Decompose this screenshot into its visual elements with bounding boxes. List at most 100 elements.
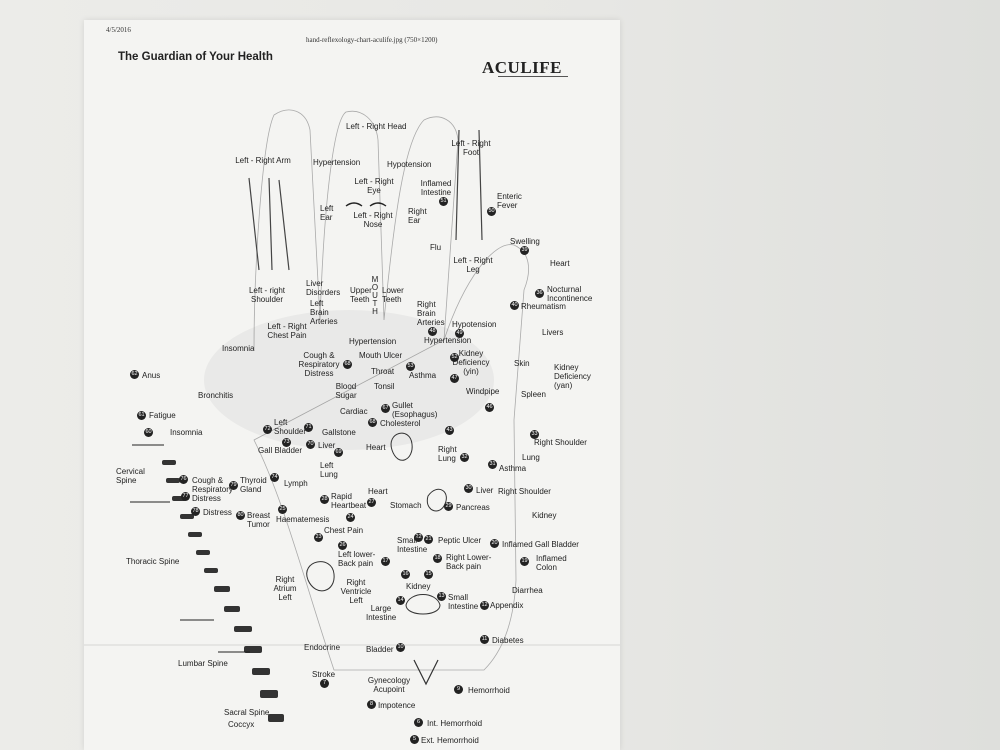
- label-asthma: Asthma: [409, 371, 436, 380]
- label-left-shoulder: Left Shoulder: [274, 418, 304, 436]
- label-inflamed-intestine: Inflamed Intestine: [416, 179, 456, 197]
- point-68: 68: [368, 418, 377, 427]
- label-thyroid-gland: Thyroid Gland: [240, 476, 270, 494]
- label-flu: Flu: [430, 243, 441, 252]
- point-10: 10: [396, 643, 405, 652]
- point-77: 77: [181, 492, 190, 501]
- label-right-shoulder-2: Right Shoulder: [498, 487, 551, 496]
- label-enteric-fever: Enteric Fever: [497, 192, 527, 210]
- label-lower-teeth: Lower Teeth: [382, 286, 406, 304]
- point-27: 27: [367, 498, 376, 507]
- point-26: 26: [338, 541, 347, 550]
- point-11: 11: [480, 635, 489, 644]
- label-fatigue: Fatigue: [149, 411, 176, 420]
- label-impotence: Impotence: [378, 701, 415, 710]
- point-19: 19: [520, 557, 529, 566]
- label-swelling: Swelling: [510, 237, 540, 246]
- label-right-lung: Right Lung: [438, 445, 462, 463]
- label-bronchitis: Bronchitis: [198, 391, 233, 400]
- chart-paper: 4/5/2016 hand-reflexology-chart-aculife.…: [84, 20, 620, 750]
- label-liver-disorders: Liver Disorders: [306, 279, 346, 297]
- label-breast-tumor: Breast Tumor: [247, 511, 273, 529]
- point-40: 40: [510, 301, 519, 310]
- label-small-intestine-2: Small Intestine: [448, 593, 482, 611]
- point-30: 30: [464, 484, 473, 493]
- point-62: 62: [130, 370, 139, 379]
- label-tonsil: Tonsil: [374, 382, 394, 391]
- label-liver: Liver: [318, 441, 335, 450]
- label-mouth: M O U T H: [370, 276, 380, 316]
- label-shoulder: Left - right Shoulder: [244, 286, 290, 304]
- label-nose: Left - Right Nose: [348, 211, 398, 229]
- label-left-brain-arteries: Left Brain Arteries: [310, 299, 340, 326]
- label-diabetes: Diabetes: [492, 636, 524, 645]
- point-7: 7: [320, 679, 329, 688]
- point-53: 53: [406, 362, 415, 371]
- label-thoracic-spine: Thoracic Spine: [126, 557, 179, 566]
- point-74: 74: [270, 473, 279, 482]
- label-right-ventricle-left: Right Ventricle Left: [338, 578, 374, 605]
- label-foot: Left - Right Foot: [446, 139, 496, 157]
- label-chest-pain-2: Chest Pain: [324, 526, 363, 535]
- label-large-intestine: Large Intestine: [366, 604, 396, 622]
- label-coccyx: Coccyx: [228, 720, 254, 729]
- point-20: 20: [490, 539, 499, 548]
- label-lymph: Lymph: [284, 479, 308, 488]
- label-eye: Left - Right Eye: [349, 177, 399, 195]
- label-kidney-1: Kidney: [532, 511, 556, 520]
- label-insomnia-2: Insomnia: [170, 428, 202, 437]
- point-46: 46: [485, 403, 494, 412]
- label-sacral-spine: Sacral Spine: [224, 708, 269, 717]
- label-left-lung: Left Lung: [320, 461, 344, 479]
- label-gall-bladder: Gall Bladder: [258, 446, 302, 455]
- label-chest-pain: Left - Right Chest Pain: [264, 322, 310, 340]
- label-hemorrhoid: Hemorrhoid: [468, 686, 510, 695]
- label-head: Left - Right Head: [346, 122, 406, 131]
- point-70: 70: [306, 440, 315, 449]
- label-ext-hemorrhoid: Ext. Hemorrhoid: [421, 736, 479, 745]
- label-skin: Skin: [514, 359, 530, 368]
- label-livers: Livers: [542, 328, 563, 337]
- label-cervical-spine: Cervical Spine: [116, 467, 152, 485]
- point-9: 9: [454, 685, 463, 694]
- point-14: 14: [396, 596, 405, 605]
- label-hypertension: Hypertension: [313, 158, 360, 167]
- label-right-atrium-left: Right Atrium Left: [270, 575, 300, 602]
- point-32: 32: [460, 453, 469, 462]
- point-23: 23: [314, 533, 323, 542]
- label-endocrine: Endocrine: [304, 643, 340, 652]
- label-mouth-ulcer: Mouth Ulcer: [359, 351, 402, 360]
- label-inflamed-colon: Inflamed Colon: [536, 554, 566, 572]
- label-heart-top: Heart: [550, 259, 570, 268]
- label-kidney-2: Kidney: [406, 582, 430, 591]
- point-76: 76: [179, 475, 188, 484]
- label-hypotension-2: Hypotension: [452, 320, 496, 329]
- label-rapid-heartbeat: Rapid Heartbeat: [331, 492, 363, 510]
- point-8: 8: [367, 700, 376, 709]
- label-inflamed-gall-bladder: Inflamed Gall Bladder: [502, 540, 579, 549]
- label-int-hemorrhoid: Int. Hemorrhoid: [427, 719, 482, 728]
- label-hypertension-2: Hypertension: [349, 337, 396, 346]
- label-leg: Left - Right Leg: [448, 256, 498, 274]
- label-cholesterol: Cholesterol: [380, 419, 420, 428]
- label-arm: Left - Right Arm: [234, 156, 292, 165]
- label-diarrhea: Diarrhea: [512, 586, 543, 595]
- label-left-ear: Left Ear: [320, 204, 342, 222]
- point-48: 48: [428, 327, 437, 336]
- point-31: 31: [488, 460, 497, 469]
- label-appendix: Appendix: [490, 601, 523, 610]
- label-right-brain-arteries: Right Brain Arteries: [417, 300, 447, 327]
- label-nocturnal-incontinence: Nocturnal Incontinence: [547, 285, 607, 303]
- point-51: 51: [439, 197, 448, 206]
- point-78: 78: [191, 507, 200, 516]
- point-43: 43: [445, 426, 454, 435]
- point-60: 60: [144, 428, 153, 437]
- label-right-lower-back-pain: Right Lower-Back pain: [446, 553, 496, 571]
- point-13: 13: [437, 592, 446, 601]
- label-stroke: Stroke: [312, 670, 335, 679]
- label-kidney-deficiency-yan: Kidney Deficiency (yan): [554, 363, 598, 390]
- label-gallstone: Gallstone: [322, 428, 356, 437]
- label-throat: Throat: [371, 367, 394, 376]
- label-right-ear: Right Ear: [408, 207, 430, 225]
- label-asthma-2: Asthma: [499, 464, 526, 473]
